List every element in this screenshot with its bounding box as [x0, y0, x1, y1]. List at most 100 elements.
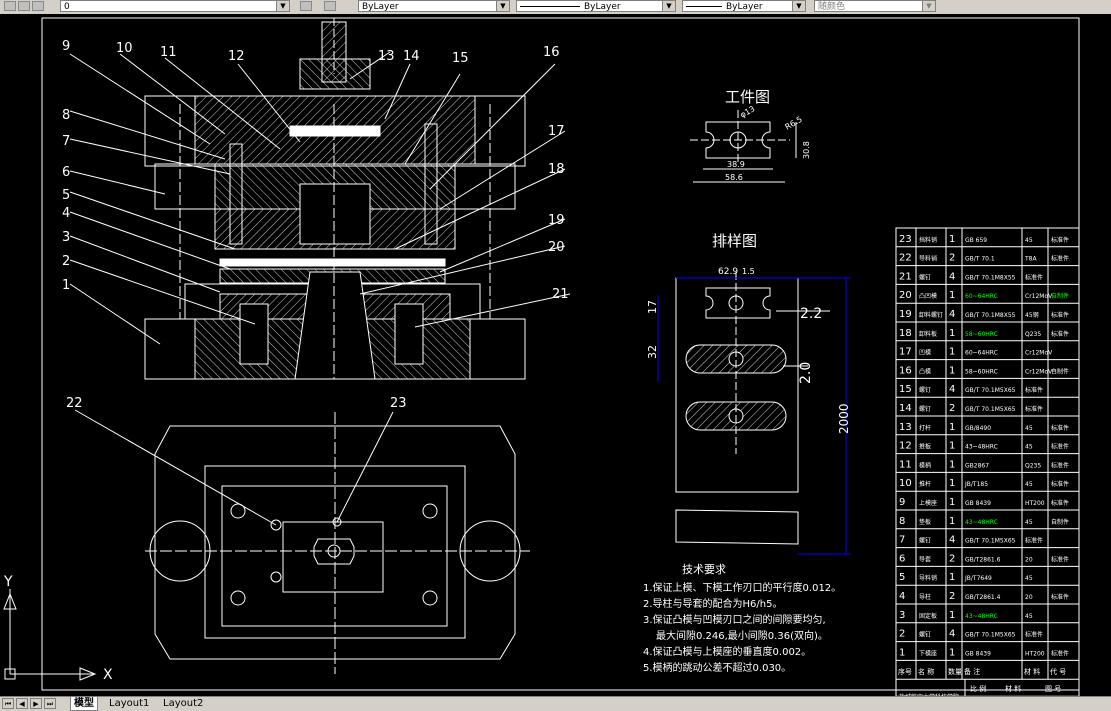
bom-cell: 下模座	[919, 649, 937, 657]
layer-dropdown[interactable]: 0▼	[60, 0, 290, 12]
ucs-x-label: X	[103, 667, 113, 683]
bom-cell: 标准件	[1051, 555, 1069, 563]
bom-cell: 1	[949, 422, 955, 433]
bom-cell: 2	[949, 591, 955, 602]
drawing-svg[interactable]: 9 10 11 12 13 14 15 16 8 7 6 5 4 3 2 1 1…	[0, 14, 1111, 711]
bom-cell: 自制件	[1051, 518, 1069, 526]
tech-req-line: 2.导柱与导套的配合为H6/h5。	[643, 597, 783, 610]
bom-cell: 2	[949, 403, 955, 414]
bom-cell: 标准件	[1051, 424, 1069, 432]
tab-model[interactable]: 模型	[70, 697, 98, 711]
bom-cell: HT200	[1025, 650, 1045, 657]
next-tab-icon[interactable]: ▶	[30, 698, 42, 709]
bom-cell: 4	[949, 629, 955, 640]
bom-cell: JB/T7649	[964, 575, 992, 582]
bom-cell: 标准件	[1025, 405, 1043, 413]
bom-cell: 4	[899, 591, 905, 602]
part-label-6: 6	[62, 165, 70, 180]
layer-freeze-icon[interactable]	[18, 1, 30, 11]
lineweight-dropdown[interactable]: ByLayer▼	[682, 0, 806, 12]
bom-cell: 4	[949, 309, 955, 320]
bom-cell: GB 8439	[965, 500, 991, 507]
bom-cell: 17	[899, 347, 912, 358]
bom-cell: 45	[1025, 519, 1033, 526]
bom-cell: 19	[899, 309, 912, 320]
part-label-10: 10	[116, 41, 133, 56]
bom-cell: 20	[1025, 556, 1033, 563]
bom-footer-label: 图 号	[1045, 685, 1061, 693]
bom-cell: 标准件	[1051, 461, 1069, 469]
ucs-icon: Y X	[3, 574, 113, 683]
tech-req-line: 最大间隙0.246,最小间隙0.36(双向)。	[656, 629, 828, 642]
bom-cell: 1	[949, 328, 955, 339]
bom-cell: 螺钉	[919, 631, 931, 639]
bom-cell: 22	[899, 253, 912, 264]
chevron-down-icon: ▼	[662, 1, 675, 11]
bom-cell: 43~48HRC	[965, 519, 998, 526]
first-tab-icon[interactable]: ⏮	[2, 698, 14, 709]
bom-cell: GB/8490	[965, 425, 991, 432]
tab-layout1[interactable]: Layout1	[109, 698, 150, 709]
workpiece-dim-height: 30.8	[802, 141, 811, 159]
bom-cell: 10	[899, 478, 912, 489]
bom-cell: 标准件	[1025, 631, 1043, 639]
layout-tab-bar: ⏮ ◀ ▶ ⏭ 模型 Layout1 Layout2	[0, 696, 1111, 711]
bom-cell: 12	[899, 441, 912, 452]
bom-cell: GB/T2861.4	[965, 594, 1001, 601]
layer-previous-icon[interactable]	[324, 1, 336, 11]
drawing-canvas[interactable]: 9 10 11 12 13 14 15 16 8 7 6 5 4 3 2 1 1…	[0, 14, 1111, 711]
bom-cell: 11	[899, 459, 912, 470]
bom-cell: 自制件	[1051, 292, 1069, 300]
bom-cell: 20	[899, 290, 912, 301]
bom-cell: 23	[899, 234, 912, 245]
bom-header-cell: 数量	[948, 667, 962, 676]
make-current-layer-icon[interactable]	[300, 1, 312, 11]
bom-cell: 凸模	[919, 367, 931, 375]
last-tab-icon[interactable]: ⏭	[44, 698, 56, 709]
bom-cell: 模柄	[919, 461, 931, 469]
bom-cell: 螺钉	[919, 386, 931, 394]
bom-cell: 58~60HRC	[965, 368, 998, 375]
part-label-3: 3	[62, 230, 70, 245]
bom-cell: JB/T185	[964, 481, 988, 488]
leader-lines	[69, 51, 571, 345]
bom-cell: 标准件	[1051, 236, 1069, 244]
tech-req-line: 1.保证上模、下模工作刃口的平行度0.012。	[643, 581, 841, 594]
bom-cell: 1	[949, 459, 955, 470]
tab-layout2[interactable]: Layout2	[163, 698, 204, 709]
bom-cell: 45	[1025, 481, 1033, 488]
bom-cell: 14	[899, 403, 912, 414]
part-label-9: 9	[62, 39, 70, 54]
bom-cell: 45	[1025, 613, 1033, 620]
bom-cell: 4	[949, 535, 955, 546]
tech-req-line: 5.模柄的跳动公差不超过0.030。	[643, 661, 791, 674]
bom-cell: 9	[899, 497, 905, 508]
plotstyle-dropdown[interactable]: 随颜色▼	[814, 0, 936, 12]
layer-lock-icon[interactable]	[32, 1, 44, 11]
linetype-dropdown[interactable]: ByLayer▼	[516, 0, 676, 12]
bom-cell: 2	[949, 253, 955, 264]
strip-layout-title: 排样图	[712, 232, 757, 250]
strip-dim-2-2: 2.2	[800, 306, 822, 322]
layer-state-icon[interactable]	[4, 1, 16, 11]
workpiece-title: 工件图	[725, 88, 770, 106]
bom-cell: 4	[949, 384, 955, 395]
color-dropdown[interactable]: ByLayer▼	[358, 0, 510, 12]
bom-footer-label: 比 例	[970, 684, 986, 693]
bom-cell: GB 659	[965, 237, 987, 244]
bom-cell: 推板	[919, 443, 931, 451]
bom-cell: 导套	[919, 555, 931, 563]
bom-cell: 垫板	[919, 518, 931, 526]
bom-cell: 1	[949, 497, 955, 508]
bom-cell: Q235	[1025, 331, 1041, 338]
bom-cell: 凹模	[919, 349, 931, 357]
prev-tab-icon[interactable]: ◀	[16, 698, 28, 709]
bom-cell: 打杆	[919, 424, 931, 432]
bom-cell: 导料销	[919, 574, 937, 582]
bom-footer-label: 材 料	[1005, 684, 1021, 693]
bom-cell: 标准件	[1051, 311, 1069, 319]
part-label-19: 19	[548, 213, 565, 228]
workpiece-dim-radius: R6.5	[784, 115, 804, 132]
bom-cell: Cr12MoV	[1025, 350, 1053, 357]
